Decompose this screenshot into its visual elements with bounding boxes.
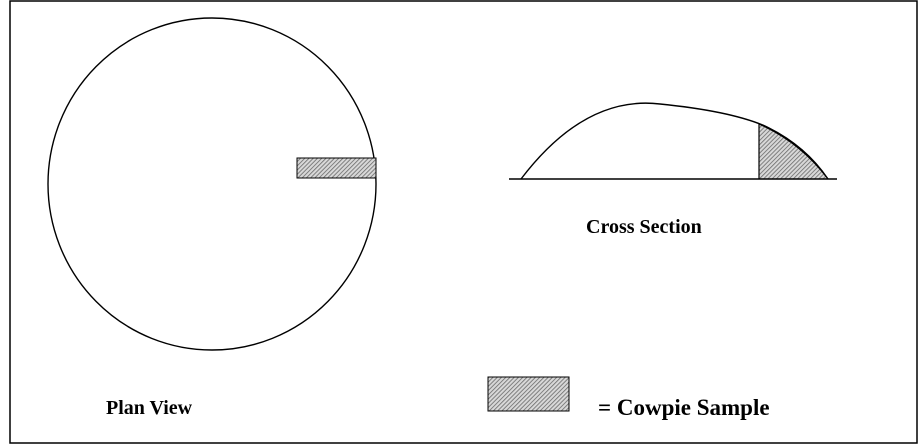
- legend-swatch: [487, 376, 570, 412]
- cross-section-label: Cross Section: [586, 216, 702, 238]
- legend-label: = Cowpie Sample: [598, 395, 770, 420]
- plan-view-sample: [296, 157, 377, 179]
- frame-border: [9, 0, 918, 444]
- cross-section-sample: [759, 124, 828, 179]
- plan-view-label: Plan View: [106, 397, 193, 419]
- cross-section-dome: [520, 102, 829, 180]
- cross-section-sample-curve: [758, 123, 829, 180]
- plan-view-circle: [47, 17, 377, 351]
